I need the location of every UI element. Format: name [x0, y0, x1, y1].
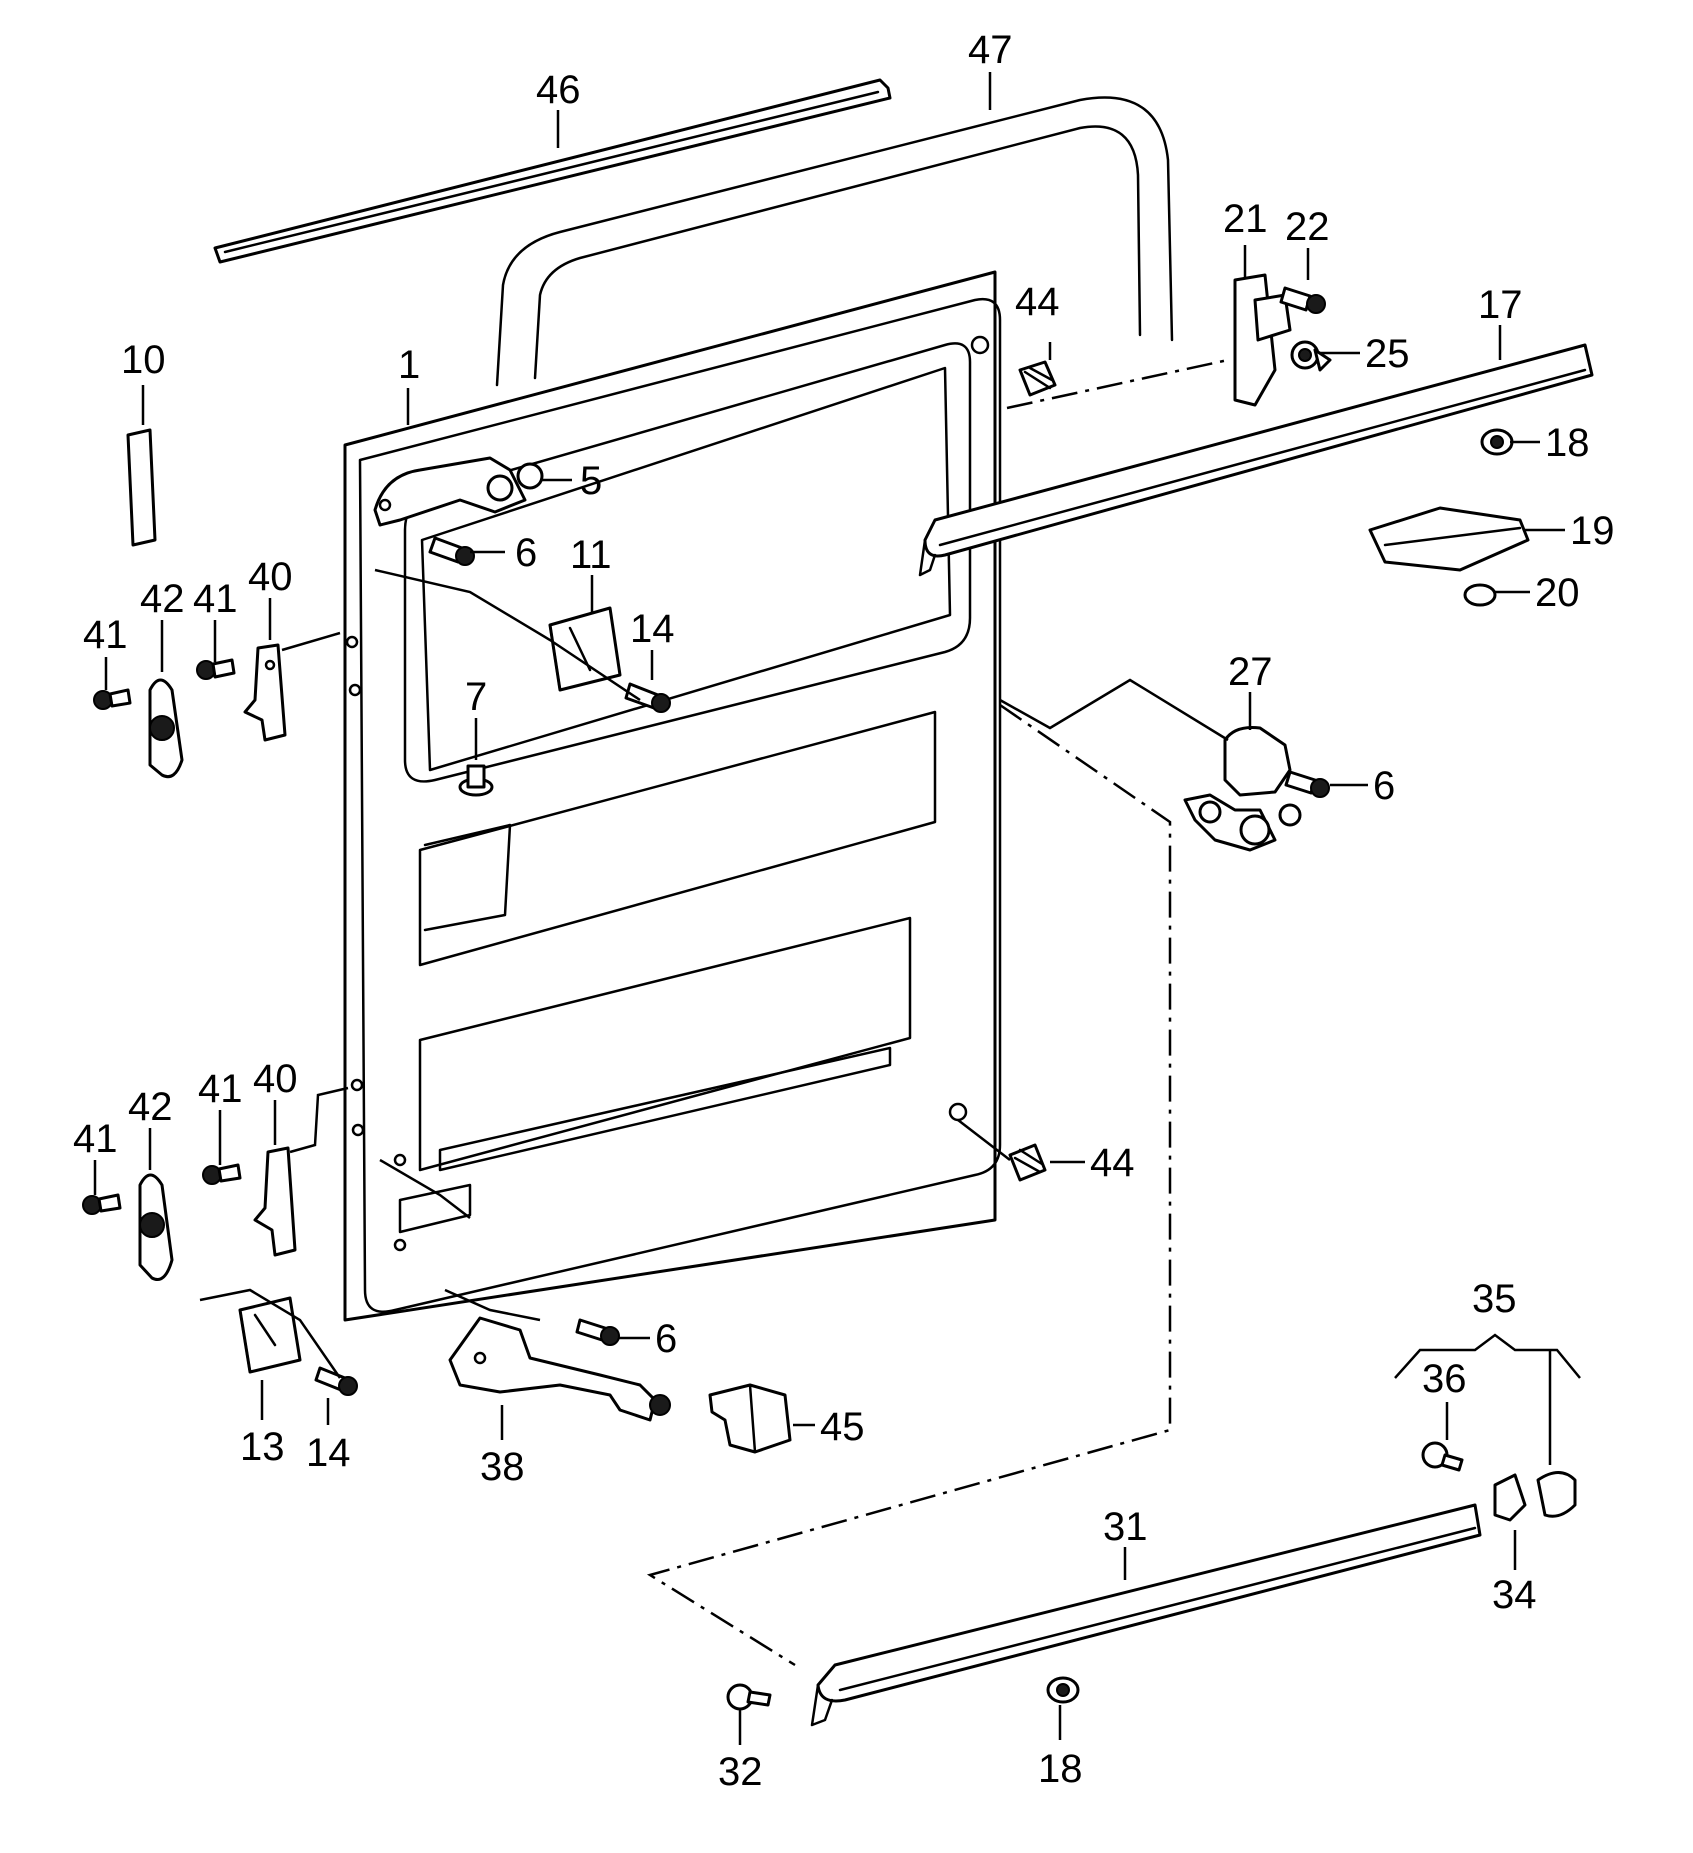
callout-45: 45: [820, 1405, 865, 1449]
part-18-washer-upper: [1480, 428, 1514, 456]
callout-25: 25: [1365, 332, 1410, 376]
part-31-lower-rail: [810, 1503, 1482, 1727]
part-19-bracket: [1368, 506, 1530, 572]
part-41-screw-lower-b: [202, 1163, 242, 1185]
part-32-bolt: [726, 1683, 772, 1711]
part-14-bolt-upper: [624, 682, 671, 713]
part-40-latch-lower: [253, 1146, 297, 1257]
callout-14-lower: 14: [306, 1431, 351, 1475]
part-27-roller-hinge: [1183, 726, 1302, 852]
callout-35: 35: [1472, 1277, 1517, 1321]
callout-27: 27: [1228, 650, 1273, 694]
callout-31: 31: [1103, 1505, 1148, 1549]
callout-21: 21: [1223, 197, 1268, 241]
part-40-latch-upper: [243, 643, 287, 742]
callout-47: 47: [968, 28, 1013, 72]
callout-10: 10: [121, 338, 166, 382]
callout-42-lower: 42: [128, 1085, 173, 1129]
callout-46: 46: [536, 68, 581, 112]
part-13-bracket: [238, 1296, 302, 1374]
part-22-bolt: [1279, 286, 1326, 314]
part-47-door-seal: [495, 96, 1174, 387]
callout-22: 22: [1285, 205, 1330, 249]
leader-lines: [93, 72, 1581, 1745]
callout-1: 1: [398, 343, 420, 387]
callout-14-upper: 14: [630, 607, 675, 651]
part-42-striker-upper: [148, 678, 184, 779]
callout-38: 38: [480, 1445, 525, 1489]
callout-17: 17: [1478, 283, 1523, 327]
callout-5: 5: [580, 459, 602, 503]
part-44-buffer-lower: [1008, 1143, 1047, 1182]
part-6-bolt-lower: [575, 1318, 620, 1346]
part-44-buffer-upper: [1018, 360, 1057, 397]
part-5-upper-roller: [373, 456, 544, 527]
callout-44-upper: 44: [1015, 280, 1060, 324]
part-46-window-channel: [213, 78, 892, 264]
part-41-screw-upper-a: [93, 688, 132, 710]
callout-40-lower: 40: [253, 1057, 298, 1101]
callout-18-lower: 18: [1038, 1747, 1083, 1791]
part-34-end-cap-clip: [1493, 1473, 1527, 1522]
part-17-upper-rail: [918, 343, 1594, 577]
callout-42-upper: 42: [140, 577, 185, 621]
callout-11: 11: [570, 533, 612, 577]
part-41-screw-lower-a: [82, 1193, 122, 1215]
part-6-bolt-right: [1284, 770, 1330, 798]
callout-41-upper-a: 41: [83, 613, 128, 657]
part-1-door-panel: [343, 270, 1002, 1322]
callout-7: 7: [465, 675, 487, 719]
callout-labels: 46 47 1 10 5 6 11 14 7 41 42 41 40 41 42…: [73, 28, 1615, 1794]
callout-41-upper-b: 41: [193, 577, 238, 621]
part-38-lower-roller-arm: [448, 1316, 671, 1422]
part-42-striker-lower: [138, 1173, 174, 1281]
callout-34: 34: [1492, 1573, 1537, 1617]
part-18-washer-lower: [1046, 1676, 1080, 1704]
part-10-trim-piece: [126, 428, 157, 547]
callout-40-upper: 40: [248, 555, 293, 599]
callout-44-lower: 44: [1090, 1141, 1135, 1185]
part-20-nut: [1463, 583, 1497, 607]
callout-32: 32: [718, 1750, 763, 1794]
part-7-stop-buffer: [458, 764, 494, 797]
part-6-bolt-upper: [428, 536, 475, 566]
part-45-cover: [708, 1383, 792, 1454]
callout-19: 19: [1570, 509, 1615, 553]
part-41-screw-upper-b: [196, 658, 236, 680]
part-11-bracket: [548, 606, 622, 692]
alignment-lines: [646, 358, 1229, 1667]
callout-18-upper: 18: [1545, 421, 1590, 465]
callout-36: 36: [1422, 1357, 1467, 1401]
part-36-bolt: [1421, 1441, 1464, 1472]
part-21-catch: [1233, 273, 1292, 407]
callout-41-lower-a: 41: [73, 1117, 118, 1161]
callout-41-lower-b: 41: [198, 1067, 243, 1111]
callout-13: 13: [240, 1425, 285, 1469]
callout-20: 20: [1535, 571, 1580, 615]
callout-6-right: 6: [1373, 764, 1395, 808]
part-25-nut: [1290, 340, 1332, 372]
callout-6-lower: 6: [655, 1317, 677, 1361]
part-35-end-cap: [1536, 1471, 1577, 1518]
callout-6-upper: 6: [515, 531, 537, 575]
